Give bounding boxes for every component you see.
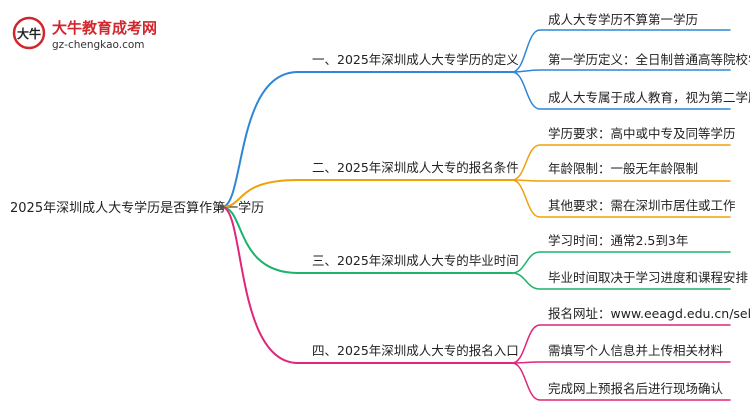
branch-label-3: 三、2025年深圳成人大专的毕业时间: [312, 253, 519, 268]
logo-title: 大牛教育成考网: [52, 19, 157, 37]
root-connector-dot: [219, 204, 225, 210]
branch-label-4: 四、2025年深圳成人大专的报名入口: [312, 343, 519, 358]
branch-to-leaf-connector-4-2: [511, 361, 731, 364]
leaf-2-3: 其他要求：需在深圳市居住或工作: [548, 198, 736, 213]
branch-label-1: 一、2025年深圳成人大专学历的定义: [312, 52, 519, 67]
connector-lines: [219, 29, 731, 401]
logo: 大牛 大牛教育成考网 gz-chengkao.com: [12, 16, 157, 51]
branch-requirements: 二、2025年深圳成人大专的报名条件 学历要求：高中或中专及同等学历 年龄限制：…: [312, 126, 736, 213]
logo-mark-text: 大牛: [17, 26, 41, 41]
branch-to-leaf-connector-2-1: [511, 144, 731, 181]
branch-graduation: 三、2025年深圳成人大专的毕业时间 学习时间：通常2.5到3年 毕业时间取决于…: [312, 233, 749, 285]
branch-to-leaf-connector-4-1: [511, 324, 731, 364]
leaf-2-2: 年龄限制：一般无年龄限制: [548, 161, 698, 176]
logo-url: gz-chengkao.com: [52, 39, 145, 51]
branch-to-leaf-connector-4-3: [511, 362, 731, 401]
logo-mark-icon: 大牛: [12, 16, 46, 50]
branch-definition: 一、2025年深圳成人大专学历的定义 成人大专学历不算第一学历 第一学历定义：全…: [312, 12, 750, 105]
branch-to-leaf-connector-3-2: [511, 272, 731, 290]
root-to-branch-connector-3: [221, 206, 299, 274]
leaf-4-3: 完成网上预报名后进行现场确认: [548, 381, 724, 396]
root-to-branch-connector-4: [221, 206, 299, 364]
branch-to-leaf-connector-2-2: [511, 179, 731, 182]
branch-to-leaf-connector-1-1: [511, 29, 731, 73]
branch-registration: 四、2025年深圳成人大专的报名入口 报名网址：www.eeagd.edu.cn…: [312, 306, 750, 396]
leaf-1-2: 第一学历定义：全日制普通高等院校学历: [548, 52, 750, 67]
leaf-4-2: 需填写个人信息并上传相关材料: [548, 343, 724, 358]
leaf-3-2: 毕业时间取决于学习进度和课程安排: [548, 270, 749, 285]
leaf-3-1: 学习时间：通常2.5到3年: [548, 233, 688, 248]
root-to-branch-connector-2: [221, 179, 299, 208]
branch-to-leaf-connector-1-2: [511, 69, 731, 73]
branch-to-leaf-connector-1-3: [511, 71, 731, 110]
branch-to-leaf-connector-3-1: [511, 251, 731, 274]
leaf-1-1: 成人大专学历不算第一学历: [548, 12, 698, 27]
root-node: 2025年深圳成人大专学历是否算作第一学历: [10, 200, 264, 216]
leaf-1-3: 成人大专属于成人教育，视为第二学历: [548, 90, 750, 105]
branch-to-leaf-connector-2-3: [511, 179, 731, 218]
leaf-4-1: 报名网址：www.eeagd.edu.cn/selfec/: [548, 306, 750, 321]
leaf-2-1: 学历要求：高中或中专及同等学历: [548, 126, 736, 141]
branch-label-2: 二、2025年深圳成人大专的报名条件: [312, 160, 519, 175]
root-to-branch-connector-1: [221, 71, 299, 208]
